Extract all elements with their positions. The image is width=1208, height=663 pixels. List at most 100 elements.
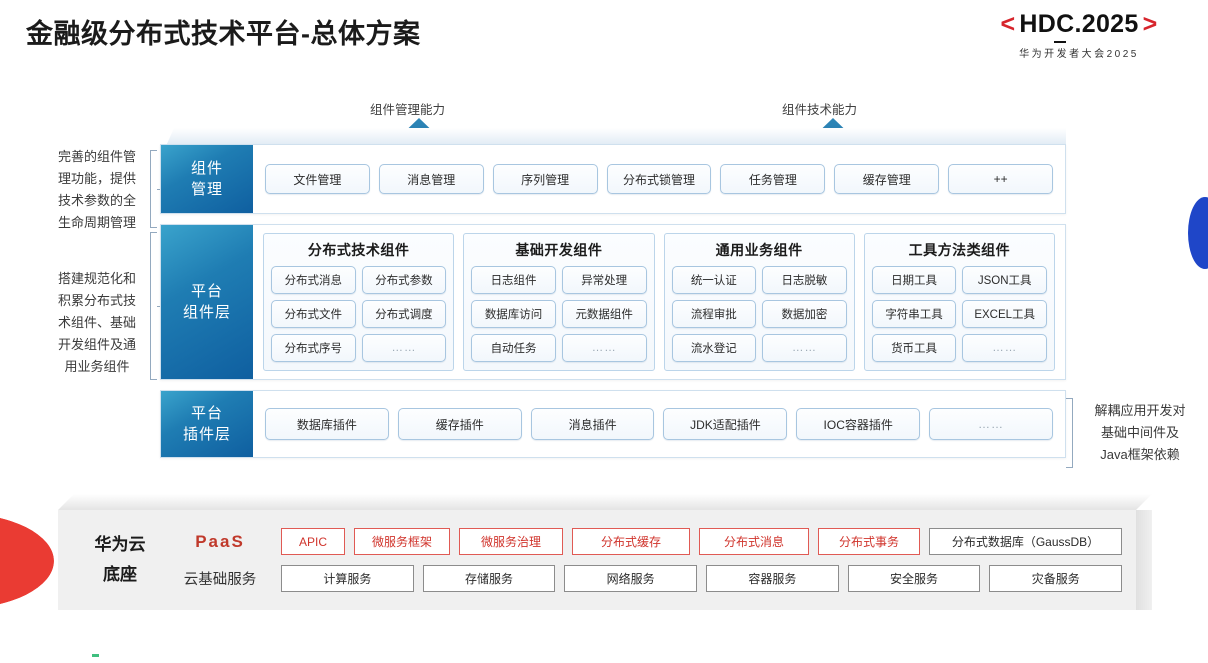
group-title: 工具方法类组件 <box>908 242 1011 258</box>
group-items: 日志组件 异常处理 数据库访问 元数据组件 自动任务 …… <box>471 266 647 363</box>
component-group: 分布式技术组件 分布式消息 分布式参数 分布式文件 分布式调度 分布式序号 …… <box>263 233 455 371</box>
group-item[interactable]: 数据库访问 <box>471 300 556 328</box>
paas-label: PaaS <box>195 531 245 551</box>
component-item[interactable]: 消息管理 <box>378 164 484 194</box>
group-items: 分布式消息 分布式参数 分布式文件 分布式调度 分布式序号 …… <box>271 266 447 363</box>
logo-wordmark: HDC.2025 <box>1019 10 1139 43</box>
logo-text-rest: .2025 <box>1074 10 1139 38</box>
layer-label-platform-component: 平台 组件层 <box>161 225 253 379</box>
left-bracket-management <box>150 150 163 228</box>
paas-service[interactable]: 微服务框架 <box>354 528 450 555</box>
green-mark-decoration <box>92 654 99 657</box>
logo-text-c: C <box>1056 10 1075 38</box>
foundation-top-bevel <box>58 494 1152 510</box>
plugin-item[interactable]: 数据库插件 <box>265 408 389 440</box>
group-item[interactable]: 流水登记 <box>671 334 757 362</box>
cloud-service[interactable]: 存储服务 <box>422 565 556 592</box>
foundation-side-bevel <box>1136 510 1152 610</box>
layer-component-management: 组件 管理 文件管理 消息管理 序列管理 分布式锁管理 任务管理 缓存管理 ++ <box>160 144 1066 214</box>
page-title: 金融级分布式技术平台-总体方案 <box>26 19 421 49</box>
group-item[interactable]: JSON工具 <box>962 266 1047 294</box>
foundation-title: 华为云 底座 <box>94 535 146 584</box>
layer-label-platform-plugin: 平台 插件层 <box>161 391 253 457</box>
group-item[interactable]: 异常处理 <box>561 266 647 294</box>
group-item-more[interactable]: …… <box>762 334 847 362</box>
group-item-more[interactable]: …… <box>962 334 1047 362</box>
cloud-service[interactable]: 灾备服务 <box>989 565 1123 592</box>
left-bracket-platform <box>150 232 163 380</box>
plugin-item[interactable]: 消息插件 <box>530 408 655 440</box>
right-bracket-plugin <box>1060 398 1073 468</box>
right-note-plugin: 解耦应用开发对 基础中间件及 Java框架依赖 <box>1094 403 1186 462</box>
group-item[interactable]: 分布式序号 <box>271 334 356 362</box>
paas-service[interactable]: 分布式消息 <box>699 528 809 555</box>
paas-service-gaussdb[interactable]: 分布式数据库（GaussDB） <box>929 528 1122 555</box>
left-note-platform: 搭建规范化和 积累分布式技 术组件、基础 开发组件及通 用业务组件 <box>57 271 136 374</box>
component-item-more[interactable]: ++ <box>948 164 1054 194</box>
group-item[interactable]: 数据加密 <box>762 300 847 328</box>
cloud-service[interactable]: 计算服务 <box>281 565 414 592</box>
foundation-slab: 华为云 底座 PaaS APIC 微服务框架 微服务治理 分布式缓存 分布式消息… <box>58 510 1136 610</box>
cloud-base-label: 云基础服务 <box>183 572 257 588</box>
plugin-item[interactable]: IOC容器插件 <box>796 408 921 440</box>
plugin-item-more[interactable]: …… <box>929 408 1053 440</box>
group-item-more[interactable]: …… <box>361 334 447 362</box>
left-note-management: 完善的组件管 理功能，提供 技术参数的全 生命周期管理 <box>57 149 136 230</box>
layer-label-component-management: 组件 管理 <box>161 145 253 213</box>
logo-text-hd: HD <box>1019 10 1057 38</box>
group-item[interactable]: 日志脱敏 <box>762 266 847 294</box>
group-title: 基础开发组件 <box>515 242 603 258</box>
plugin-item[interactable]: 缓存插件 <box>397 408 522 440</box>
layer-platform-component: 平台 组件层 分布式技术组件 分布式消息 分布式参数 分布式文件 分布式调度 分… <box>160 224 1066 380</box>
group-item[interactable]: 统一认证 <box>671 266 757 294</box>
component-item[interactable]: 任务管理 <box>720 164 826 194</box>
group-item[interactable]: 日期工具 <box>871 266 957 294</box>
hdc-logo-main: < HDC.2025 > <box>964 10 1194 43</box>
component-group: 工具方法类组件 日期工具 JSON工具 字符串工具 EXCEL工具 货币工具 …… <box>863 233 1055 371</box>
paas-service[interactable]: 分布式缓存 <box>572 528 690 555</box>
layer-body-platform-plugin: 数据库插件 缓存插件 消息插件 JDK适配插件 IOC容器插件 …… <box>253 391 1065 457</box>
paas-service[interactable]: APIC <box>281 528 345 555</box>
group-item[interactable]: 自动任务 <box>471 334 556 362</box>
group-item[interactable]: EXCEL工具 <box>962 300 1047 328</box>
component-item[interactable]: 文件管理 <box>265 164 370 194</box>
logo-left-bracket: < <box>1000 10 1016 38</box>
layer-body-platform-component: 分布式技术组件 分布式消息 分布式参数 分布式文件 分布式调度 分布式序号 ……… <box>253 225 1065 379</box>
group-item[interactable]: 元数据组件 <box>561 300 647 328</box>
layer-body-component-management: 文件管理 消息管理 序列管理 分布式锁管理 任务管理 缓存管理 ++ <box>253 145 1065 213</box>
cloud-service[interactable]: 网络服务 <box>564 565 698 592</box>
cloud-service[interactable]: 安全服务 <box>847 565 981 592</box>
group-item[interactable]: 流程审批 <box>671 300 757 328</box>
arrow-label-technology: 组件技术能力 <box>782 103 858 117</box>
logo-c-underline <box>1054 41 1067 43</box>
logo-right-bracket: > <box>1142 10 1158 38</box>
group-item[interactable]: 日志组件 <box>471 266 556 294</box>
paas-service[interactable]: 微服务治理 <box>459 528 563 555</box>
group-items: 统一认证 日志脱敏 流程审批 数据加密 流水登记 …… <box>671 266 847 363</box>
arrow-label-management: 组件管理能力 <box>370 103 446 117</box>
foundation-row-paas: PaaS APIC 微服务框架 微服务治理 分布式缓存 分布式消息 分布式事务 … <box>168 528 1122 555</box>
group-item[interactable]: 分布式参数 <box>361 266 447 294</box>
group-item[interactable]: 分布式文件 <box>271 300 356 328</box>
red-wedge-decoration <box>0 513 54 609</box>
layer-platform-plugin: 平台 插件层 数据库插件 缓存插件 消息插件 JDK适配插件 IOC容器插件 …… <box>160 390 1066 458</box>
plugin-item[interactable]: JDK适配插件 <box>663 408 788 440</box>
group-item[interactable]: 分布式调度 <box>361 300 447 328</box>
cloud-service[interactable]: 容器服务 <box>706 565 839 592</box>
blue-lens-decoration <box>1188 197 1208 269</box>
component-item[interactable]: 分布式锁管理 <box>606 164 712 194</box>
diagram-top-bevel <box>166 128 1066 146</box>
component-item[interactable]: 序列管理 <box>492 164 598 194</box>
foundation-row-cloud: 云基础服务 计算服务 存储服务 网络服务 容器服务 安全服务 灾备服务 <box>168 565 1123 592</box>
component-item[interactable]: 缓存管理 <box>834 164 940 194</box>
group-items: 日期工具 JSON工具 字符串工具 EXCEL工具 货币工具 …… <box>871 266 1047 363</box>
paas-service[interactable]: 分布式事务 <box>818 528 920 555</box>
hdc-logo: < HDC.2025 > 华为开发者大会2025 <box>964 10 1194 60</box>
group-item[interactable]: 字符串工具 <box>871 300 957 328</box>
component-group: 通用业务组件 统一认证 日志脱敏 流程审批 数据加密 流水登记 …… <box>663 233 855 371</box>
group-item-more[interactable]: …… <box>561 334 647 362</box>
group-item[interactable]: 货币工具 <box>871 334 957 362</box>
group-item[interactable]: 分布式消息 <box>271 266 356 294</box>
group-title: 通用业务组件 <box>715 242 803 258</box>
architecture-diagram: 组件 管理 文件管理 消息管理 序列管理 分布式锁管理 任务管理 缓存管理 ++… <box>160 144 1066 478</box>
